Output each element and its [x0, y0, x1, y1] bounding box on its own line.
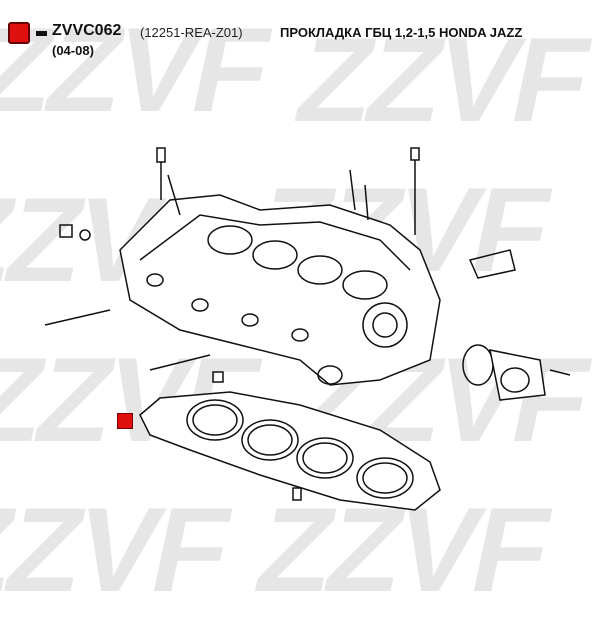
- product-title: ПРОКЛАДКА ГБЦ 1,2-1,5 HONDA JAZZ: [280, 25, 523, 40]
- oem-number: (12251-REA-Z01): [140, 25, 243, 40]
- head-gasket: [139, 391, 441, 511]
- thermostat-housing: [462, 249, 546, 401]
- gasket-marker-icon: [117, 413, 133, 429]
- red-marker-icon: [8, 22, 30, 44]
- cylinder-head: [119, 194, 441, 386]
- exploded-parts-diagram: [44, 147, 571, 511]
- part-code: ZVVC062: [52, 22, 122, 39]
- dash-icon: [36, 31, 47, 36]
- bolts-and-studs: [44, 147, 571, 501]
- model-years: (04-08): [52, 43, 94, 58]
